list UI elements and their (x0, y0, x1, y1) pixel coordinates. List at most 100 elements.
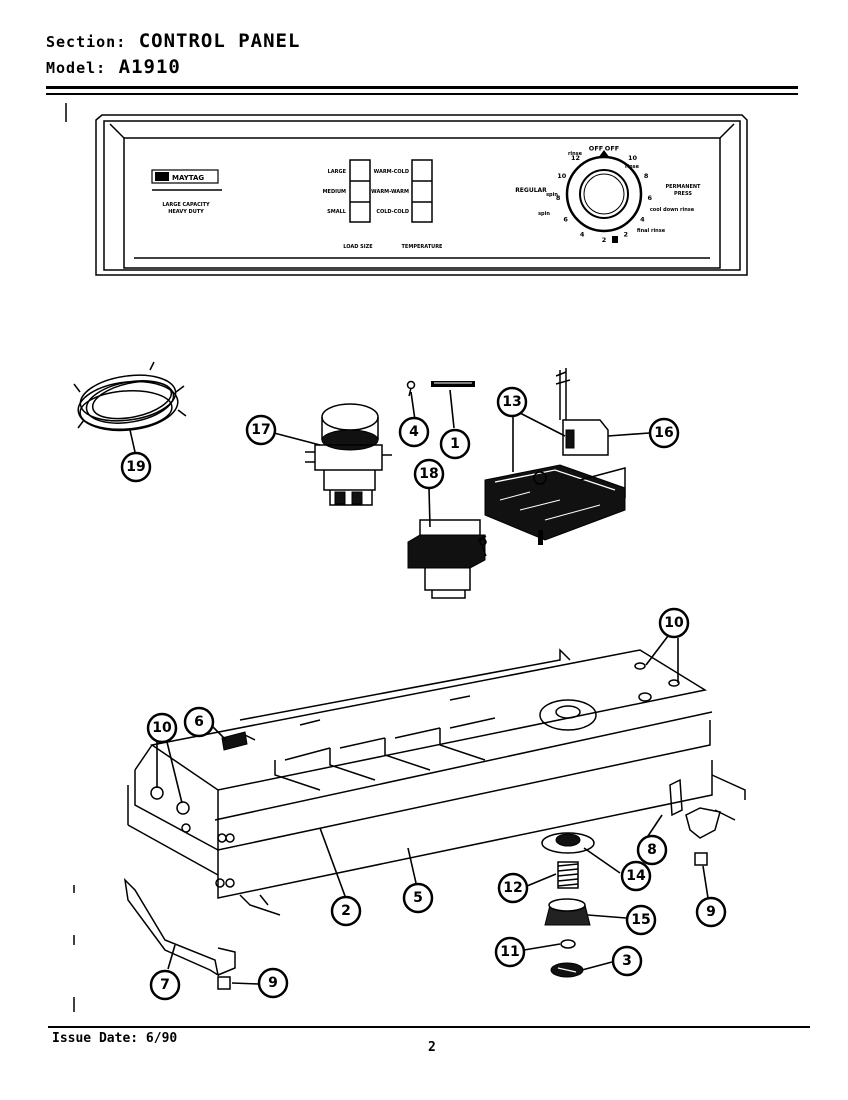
clip-nut-part-lower (217, 976, 231, 990)
svg-text:16: 16 (654, 425, 673, 441)
dial-side-cool-down: cool down rinse (650, 207, 695, 213)
svg-text:14: 14 (626, 868, 646, 884)
svg-text:1: 1 (450, 436, 460, 452)
load-size-medium: MEDIUM (323, 189, 346, 195)
dial-side-rinse-1: rinse (568, 151, 583, 157)
header-rule-bottom (46, 93, 798, 95)
svg-text:15: 15 (631, 912, 650, 928)
load-size-large: LARGE (328, 169, 347, 175)
right-bracket-part (669, 778, 683, 817)
dial-number: 12 (571, 154, 580, 162)
callout-12: 12 (497, 872, 529, 904)
dial-label-regular: REGULAR (515, 187, 547, 194)
section-value: CONTROL PANEL (138, 30, 301, 52)
callout-9: 9 (695, 896, 727, 928)
temperature-cold-cold: COLD-COLD (376, 209, 409, 215)
svg-text:18: 18 (419, 466, 438, 482)
callout-15: 15 (625, 904, 657, 936)
dial-number: 4 (640, 215, 645, 223)
bracket-part (221, 731, 248, 751)
temperature-selector[interactable]: WARM-COLD WARM-WARM COLD-COLD (371, 159, 433, 223)
svg-text:8: 8 (647, 842, 657, 858)
svg-text:2: 2 (341, 903, 351, 919)
callout-11: 11 (494, 936, 526, 968)
callout-5: 5 (402, 882, 434, 914)
header-rule-top (46, 86, 798, 89)
model-value: A1910 (118, 56, 181, 78)
timer-part (484, 368, 626, 545)
timer-dial[interactable] (565, 150, 643, 243)
brand-name: MAYTAG (172, 174, 204, 182)
svg-text:19: 19 (126, 459, 145, 475)
temperature-label: TEMPERATURE (402, 244, 444, 250)
dial-side-rinse-2: rinse (625, 164, 640, 170)
svg-text:4: 4 (409, 424, 419, 440)
model-label: Model: (46, 59, 107, 77)
dial-label-press: PRESS (674, 191, 692, 197)
dial-number: 10 (628, 154, 638, 162)
callout-13: 13 (496, 386, 528, 418)
dial-number: 4 (580, 231, 585, 239)
callout-17: 17 (245, 414, 277, 446)
dial-side-spin-1: spin (538, 211, 550, 217)
svg-text:9: 9 (268, 975, 278, 991)
clip-nut-part (694, 852, 708, 866)
dial-number: OFF (589, 145, 603, 153)
callout-9-lower: 9 (257, 967, 289, 999)
load-size-selector[interactable]: LARGE MEDIUM SMALL (323, 159, 371, 223)
callout-3: 3 (611, 945, 643, 977)
svg-text:3: 3 (622, 953, 632, 969)
callout-2: 2 (330, 895, 362, 927)
dial-side-spin-2: spin (546, 192, 558, 198)
callout-4: 4 (398, 416, 430, 448)
capacity-line-2: HEAVY DUTY (168, 209, 204, 215)
temperature-warm-cold: WARM-COLD (374, 169, 409, 175)
load-size-switch-part (305, 403, 392, 506)
callout-14: 14 (620, 860, 652, 892)
clip-part (406, 380, 416, 397)
svg-text:12: 12 (503, 880, 522, 896)
dial-number: 2 (624, 231, 629, 239)
side-bracket-part (123, 877, 220, 977)
callout-1: 1 (439, 428, 471, 460)
dial-side-final-rinse: final rinse (637, 228, 666, 234)
brand-logo: MAYTAG (151, 169, 219, 184)
load-size-label: LOAD SIZE (343, 244, 373, 250)
dial-number: 8 (556, 194, 561, 202)
page-number: 2 (428, 1040, 436, 1055)
dial-label-permanent: PERMANENT (666, 184, 702, 190)
svg-text:9: 9 (706, 904, 716, 920)
callout-18: 18 (413, 458, 445, 490)
svg-text:6: 6 (194, 714, 204, 730)
console-frame-assembly (127, 648, 746, 916)
dial-number: OFF (605, 145, 619, 153)
dial-number: 6 (648, 194, 653, 202)
callout-19: 19 (120, 451, 152, 483)
leader-lines (129, 389, 709, 985)
callout-10-left: 10 (146, 712, 178, 744)
control-panel-front: MAYTAG LARGE CAPACITY HEAVY DUTY LARGE M… (95, 114, 748, 276)
issue-date: Issue Date: 6/90 (52, 1031, 178, 1046)
dial-number: 6 (563, 215, 568, 223)
model-heading: Model: A1910 (46, 56, 181, 78)
callout-8: 8 (636, 834, 668, 866)
knob-stack-part (541, 832, 595, 978)
dial-number: 2 (602, 236, 607, 244)
load-size-small: SMALL (327, 209, 347, 215)
wire-harness-part (73, 361, 187, 432)
dial-number: 10 (557, 172, 567, 180)
svg-text:10: 10 (664, 615, 684, 631)
section-heading: Section: CONTROL PANEL (46, 30, 300, 52)
callout-7: 7 (149, 969, 181, 1001)
temperature-warm-warm: WARM-WARM (371, 189, 409, 195)
svg-text:17: 17 (251, 422, 270, 438)
callout-6: 6 (183, 706, 215, 738)
capacity-line-1: LARGE CAPACITY (162, 202, 210, 208)
section-label: Section: (46, 33, 127, 51)
svg-text:11: 11 (500, 944, 519, 960)
temperature-switch-part (407, 519, 487, 599)
svg-text:5: 5 (413, 890, 423, 906)
svg-text:13: 13 (502, 394, 521, 410)
overlay-strip-part (431, 381, 475, 387)
